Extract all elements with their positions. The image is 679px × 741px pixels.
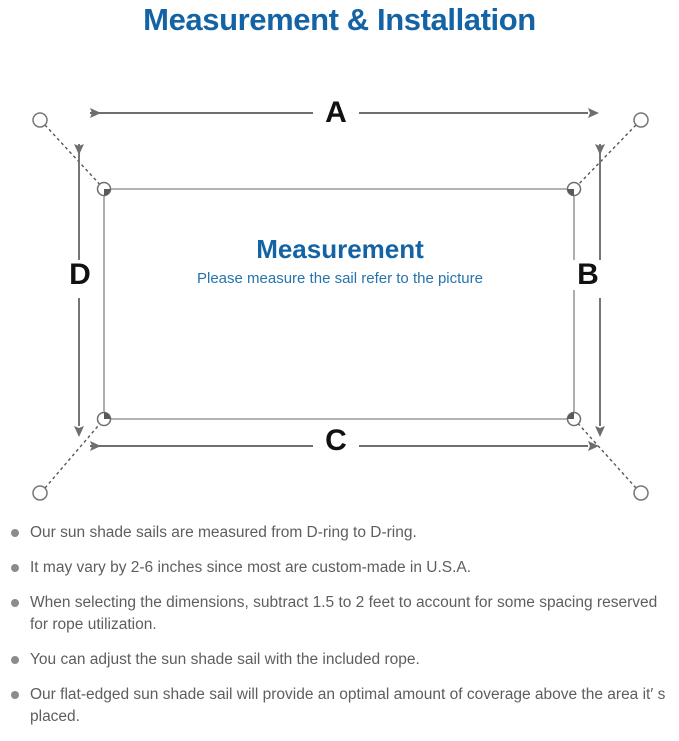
list-item: Our sun shade sails are measured from D-… <box>0 522 679 544</box>
list-item: Our flat-edged sun shade sail will provi… <box>0 684 679 728</box>
dimension-label-b: B <box>570 260 606 290</box>
note-text: Our sun shade sails are measured from D-… <box>30 524 417 541</box>
note-text: When selecting the dimensions, subtract … <box>30 594 658 633</box>
anchor-point-bottom-left <box>32 485 48 501</box>
rope-top-right <box>573 124 637 190</box>
page-title: Measurement & Installation <box>143 2 536 37</box>
d-rings <box>96 181 582 427</box>
bullet-icon <box>11 691 19 699</box>
sail-diagram: A B C D Measurement Please measure the s… <box>0 48 679 510</box>
dimension-label-d: D <box>62 260 98 290</box>
note-text: It may vary by 2-6 inches since most are… <box>30 559 472 576</box>
rope-bottom-left <box>44 418 105 489</box>
sail-diagram-svg <box>32 108 649 501</box>
dimension-arrows <box>74 108 605 451</box>
list-item: You can adjust the sun shade sail with t… <box>0 649 679 671</box>
rope-lines <box>44 124 637 489</box>
rope-top-left <box>44 124 105 190</box>
sail-center-caption: Measurement Please measure the sail refe… <box>120 233 560 290</box>
d-ring-top-right <box>566 181 582 197</box>
d-ring-bottom-left <box>96 411 112 427</box>
note-text: You can adjust the sun shade sail with t… <box>30 651 420 668</box>
bullet-icon <box>11 656 19 664</box>
list-item: It may vary by 2-6 inches since most are… <box>0 557 679 579</box>
d-ring-bottom-right <box>566 411 582 427</box>
bullet-icon <box>11 564 19 572</box>
notes-list: Our sun shade sails are measured from D-… <box>0 522 679 741</box>
anchor-points <box>32 112 649 501</box>
d-ring-top-left <box>96 181 112 197</box>
dimension-label-c: C <box>313 426 359 456</box>
bullet-icon <box>11 529 19 537</box>
anchor-point-bottom-right <box>633 485 649 501</box>
measurement-heading: Measurement <box>256 234 424 264</box>
bullet-icon <box>11 599 19 607</box>
anchor-point-top-right <box>633 112 649 128</box>
note-text: Our flat-edged sun shade sail will provi… <box>30 686 666 725</box>
list-item: When selecting the dimensions, subtract … <box>0 592 679 636</box>
dimension-label-a: A <box>313 98 359 128</box>
sail-body <box>103 188 575 420</box>
anchor-point-top-left <box>32 112 48 128</box>
measurement-subtext: Please measure the sail refer to the pic… <box>197 270 483 287</box>
rope-bottom-right <box>573 418 637 489</box>
